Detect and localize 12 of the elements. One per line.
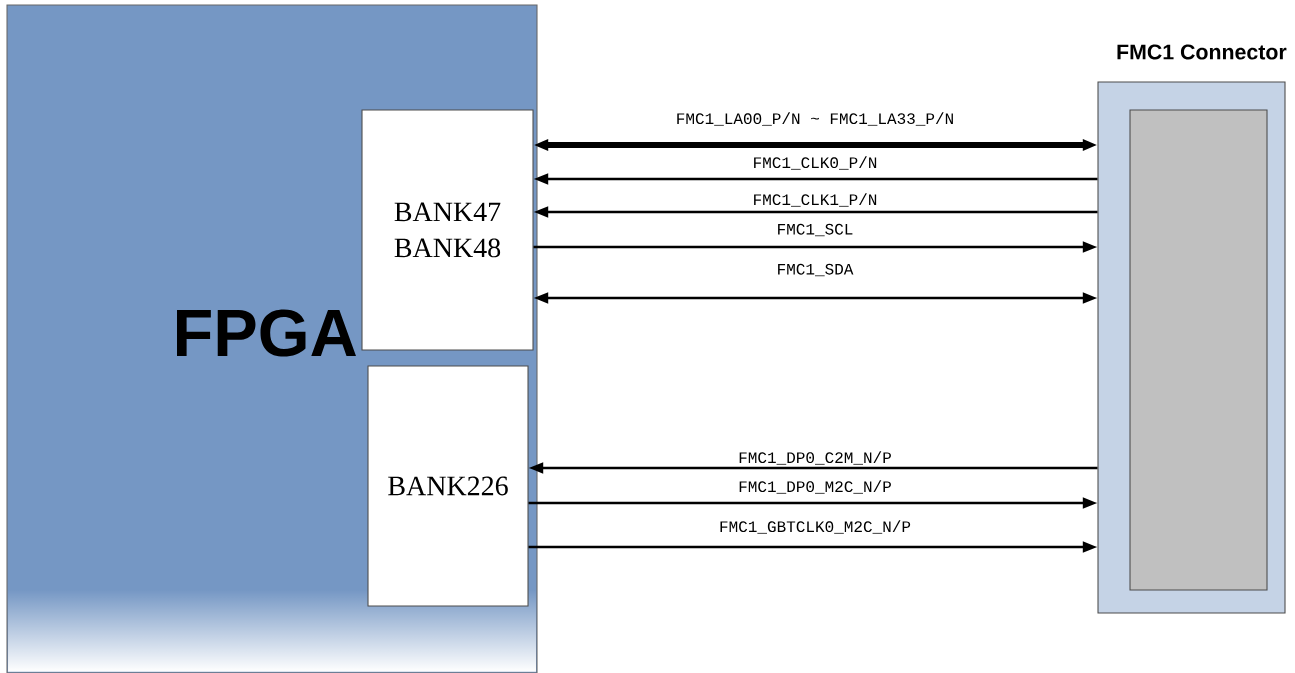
edge-label: FMC1_CLK1_P/N	[751, 192, 879, 208]
edge-label: FMC1_CLK0_P/N	[751, 155, 879, 171]
edge-label: FMC1_DP0_M2C_N/P	[736, 479, 894, 495]
connector-slot	[1129, 109, 1268, 591]
node-label: FMC1 Connector	[1117, 44, 1287, 60]
edge-label: FMC1_SCL	[775, 222, 855, 238]
bank-box: BANK226	[367, 365, 529, 607]
edge-label: FMC1_DP0_C2M_N/P	[736, 450, 894, 466]
edge-label: FMC1_SDA	[775, 262, 855, 278]
bank-box: BANK47 BANK48	[361, 109, 534, 351]
edge-label: FMC1_GBTCLK0_M2C_N/P	[717, 519, 913, 535]
edge-label: FMC1_LA00_P/N ~ FMC1_LA33_P/N	[674, 111, 956, 127]
